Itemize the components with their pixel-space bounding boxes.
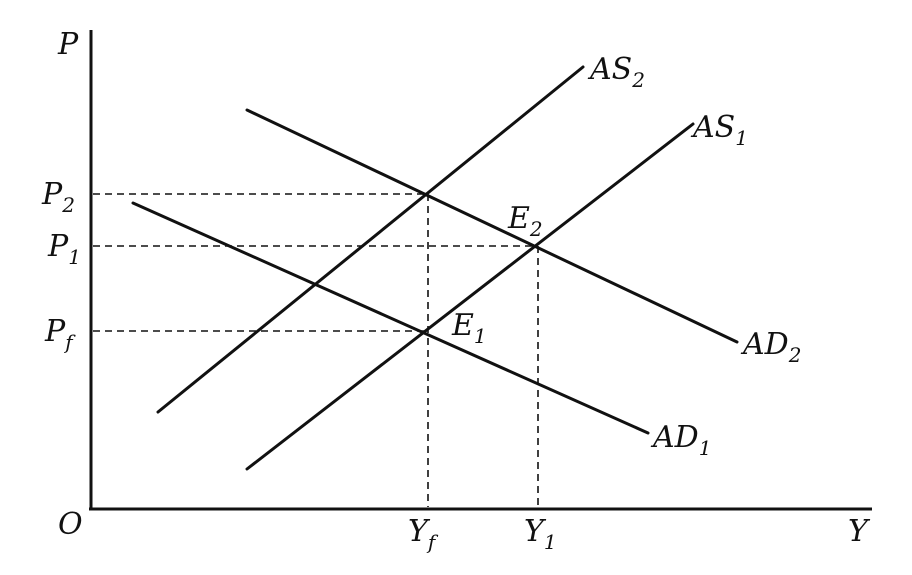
as1-label-main: AS [690,110,735,145]
yf-label-sub: f [426,530,439,554]
ad2-curve [245,108,739,344]
as2-label-main: AS [587,52,632,87]
p2-label-main: P [41,177,63,212]
ad1-curve [131,201,650,435]
yf-label-main: Y [408,514,431,549]
ad1-label: AD1 [650,420,711,460]
p1-label: P1 [47,229,81,269]
ad2-label: AD2 [740,327,801,367]
p2-label-sub: 2 [61,193,75,217]
as2-label: AS2 [587,52,645,92]
yf-label: Yf [408,514,439,554]
as1-label: AS1 [690,110,748,150]
pf-label: Pf [44,314,76,354]
y1-label-main: Y [524,514,547,549]
ad2-label-main: AD [740,327,789,362]
e1-label: E1 [451,308,487,348]
e1-label-main: E [451,308,474,343]
ad2-label-sub: 2 [788,343,802,367]
price-axis-label: P [57,27,79,62]
as2-curve [156,65,585,414]
e1-label-sub: 1 [474,324,487,348]
e2-label-main: E [507,201,530,236]
ad1-label-main: AD [650,420,699,455]
p1-label-sub: 1 [68,245,81,269]
e2-label: E2 [507,201,543,241]
as1-label-sub: 1 [735,126,748,150]
p1-label-main: P [47,229,69,264]
e2-label-sub: 2 [529,217,543,241]
y1-label-sub: 1 [544,530,557,554]
output-axis-label: Y [848,514,871,549]
ad1-label-sub: 1 [699,436,712,460]
y1-label: Y1 [524,514,557,554]
as2-label-sub: 2 [631,68,645,92]
pf-label-sub: f [63,330,76,354]
as1-curve [245,122,695,471]
origin-label: O [58,507,83,542]
p2-label: P2 [41,177,75,217]
pf-label-main: P [44,314,66,349]
